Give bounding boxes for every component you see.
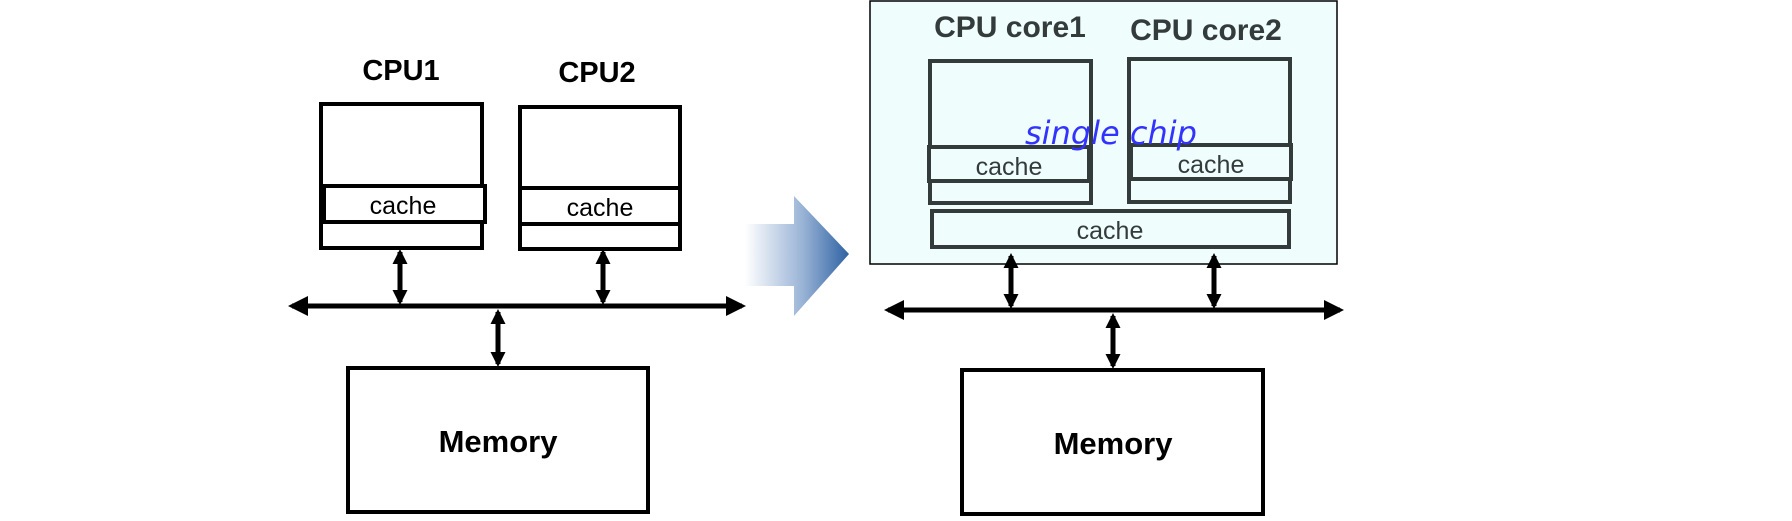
cpu1-cache-label: cache — [370, 192, 437, 220]
right-memory-block: Memory — [960, 368, 1265, 516]
left-memory-box — [346, 366, 650, 514]
cpu2-box — [518, 105, 682, 251]
cpu2-block: CPU2 cache — [518, 57, 682, 251]
core1-block: cache — [927, 59, 1093, 205]
transition-arrow-icon — [745, 196, 849, 316]
core1-cache-box — [927, 145, 1091, 183]
cpu2-cache-label: cache — [567, 194, 634, 222]
cpu2-cache-box — [518, 186, 682, 226]
right-memory-label: Memory — [1054, 426, 1174, 461]
single-chip-label: single chip — [1025, 114, 1197, 152]
left-system: CPU1 cache CPU2 cache Memory — [288, 55, 746, 514]
cpu1-cache-box — [322, 184, 487, 224]
right-memory-box — [960, 368, 1265, 516]
core1-label: CPU core1 — [934, 11, 1086, 44]
left-memory-label: Memory — [439, 424, 559, 459]
cpu1-label: CPU1 — [362, 55, 439, 87]
cpu1-box — [319, 102, 484, 250]
core1-box — [928, 59, 1093, 205]
core2-label: CPU core2 — [1130, 14, 1282, 47]
shared-cache-label: cache — [1077, 217, 1144, 245]
core2-cache-label: cache — [1178, 151, 1245, 179]
cpu1-block: CPU1 cache — [319, 55, 487, 250]
cpu2-label: CPU2 — [558, 57, 635, 89]
core2-block: cache — [1127, 57, 1293, 204]
core2-box — [1127, 57, 1292, 204]
shared-cache-block: cache — [930, 209, 1291, 249]
core1-cache-label: cache — [976, 153, 1043, 181]
right-system: CPU core1 CPU core2 cache cache single c… — [869, 0, 1344, 516]
core2-cache-box — [1129, 143, 1293, 181]
left-memory-block: Memory — [346, 366, 650, 514]
shared-cache-box — [930, 209, 1291, 249]
